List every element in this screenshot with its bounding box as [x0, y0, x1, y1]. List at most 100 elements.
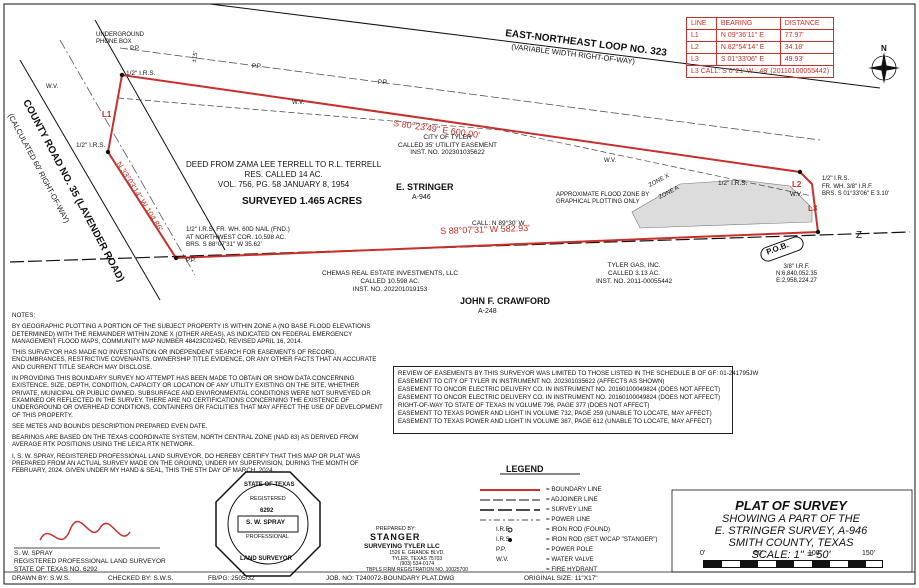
- note-utilities: IN PROVIDING THIS BOUNDARY SURVEY NO ATT…: [12, 375, 383, 419]
- ne-corner-line-1: 1/2" I.R.S.: [822, 176, 850, 182]
- tyler-gas-line-3: INST. NO. 2011-00055442: [596, 278, 673, 285]
- plat-survey: E. STRINGER SURVEY, A-946: [714, 525, 868, 537]
- legend-item: = FIRE HYDRANT: [476, 566, 656, 576]
- company-address-4: TBPLS FIRM REGISTRATION NO. 10025700: [366, 566, 468, 573]
- power-pole-label: P.P.: [378, 80, 388, 86]
- tyler-gas-line-2: CALLED 3.13 AC.: [608, 270, 661, 277]
- scale-tick-50: 50': [754, 550, 764, 557]
- legend-text: = FIRE HYDRANT: [546, 566, 598, 573]
- legend-text: = POWER LINE: [546, 516, 591, 523]
- line-table-head: BEARING: [715, 17, 781, 30]
- seal-land-surveyor: LAND SURVEYOR: [240, 556, 292, 562]
- line-table-cell: L1: [686, 29, 717, 42]
- legend-symbol: I.R.F.: [496, 526, 511, 533]
- legend-text: = ADJOINER LINE: [546, 496, 598, 503]
- tyler-gas-line-1: TYLER GAS, INC.: [607, 262, 661, 269]
- owner-name: E. STRINGER: [396, 182, 454, 192]
- note-bearings: BEARINGS ARE BASED ON THE TEXAS COORDINA…: [12, 434, 359, 449]
- surveyor-title: REGISTERED PROFESSIONAL LAND SURVEYOR: [14, 558, 166, 565]
- footer-job-no: JOB. NO: T240072-BOUNDARY PLAT.DWG: [326, 575, 455, 582]
- easement-item: EASEMENT TO TEXAS POWER AND LIGHT IN VOL…: [398, 410, 712, 417]
- seal-registered: REGISTERED: [250, 496, 286, 502]
- signature-scribble: [39, 521, 131, 541]
- legend-title: LEGEND: [506, 464, 544, 474]
- survey-line-mark: Z: [856, 230, 863, 241]
- legend: LEGEND = BOUNDARY LINE = ADJOINER LINE =…: [476, 462, 657, 580]
- seal-professional: PROFESSIONAL: [246, 534, 289, 540]
- footer-drawn-by: DRAWN BY: S.W.S.: [12, 575, 70, 582]
- pob-coords: 3/8" I.R.F. N:6,840,052.35 E:2,958,224.2…: [776, 264, 817, 285]
- title-block-frame: [671, 489, 913, 573]
- line-table-cell: 77.97': [779, 29, 835, 42]
- surveyor-name: S. W. SPRAY: [14, 550, 53, 557]
- flood-zone-area: [631, 179, 813, 229]
- title-block: PLAT OF SURVEY SHOWING A PART OF THE E. …: [676, 498, 906, 561]
- note-title-search: THIS SURVEYOR HAS MADE NO INVESTIGATION …: [12, 349, 377, 371]
- surveyor-seal: [215, 471, 321, 577]
- scale-tick-0: 0': [700, 550, 706, 557]
- note-metes-bounds: SEE METES AND BOUNDS DESCRIPTION PREPARE…: [12, 422, 208, 430]
- pob-coord-1: 3/8" I.R.F.: [783, 264, 810, 270]
- legend-text: = SURVEY LINE: [546, 506, 593, 513]
- note-flood: BY GEOGRAPHIC PLOTTING A PORTION OF THE …: [12, 323, 371, 345]
- easement-review: REVIEW OF EASEMENTS BY THIS SURVEYOR WAS…: [398, 370, 759, 377]
- nw-corner-line-1: 1/2" I.R.S. FR. WH. 60D NAIL (FND.): [186, 226, 290, 233]
- flood-zone-line-1: APPROXIMATE FLOOD ZONE BY: [556, 192, 650, 198]
- north-label: N: [881, 44, 887, 53]
- easement-item: EASEMENT TO ONCOR ELECTRIC DELIVERY CO. …: [398, 386, 721, 393]
- legend-item: W.V.= WATER VALVE: [476, 556, 656, 566]
- notes-heading: NOTES:: [12, 312, 36, 319]
- pob-coord-2: N:6,840,052.35: [776, 271, 818, 277]
- line-table-cell: N 82°54'14" E: [715, 41, 781, 54]
- seal-name: S. W. SPRAY: [246, 519, 286, 526]
- legend-item: = ADJOINER LINE: [476, 496, 656, 506]
- ne-corner-line-2: FR. WH. 3/8" I.R.F.: [822, 183, 873, 190]
- easement-item: EASEMENT TO TEXAS POWER AND LIGHT IN VOL…: [398, 418, 712, 425]
- line-table-cell: N 09°36'11" E: [715, 29, 781, 42]
- line-table-row: L1 N 09°36'11" E 77.97': [686, 29, 835, 42]
- legend-item: P.P.= POWER POLE: [476, 546, 656, 556]
- ne-corner-line-3: BRS. S 01°33'06" E 3.10': [822, 191, 890, 197]
- water-valve-label: W.V.: [46, 84, 59, 90]
- legend-item: = BOUNDARY LINE: [476, 486, 656, 496]
- flood-zone-note: APPROXIMATE FLOOD ZONE BY GRAPHICAL PLOT…: [556, 192, 649, 206]
- scale-tick-150: 150': [862, 550, 876, 557]
- line-table: LINE BEARING DISTANCE L1 N 09°36'11" E 7…: [685, 17, 835, 78]
- water-valve-label: W.V.: [292, 100, 305, 106]
- irs-label-nw: 1/2" I.R.S.: [126, 70, 156, 77]
- legend-text: = IRON ROD (FOUND): [546, 526, 611, 533]
- line-table-cell: S 01°33'06" E: [715, 53, 781, 66]
- power-pole-label: P.P.: [252, 64, 262, 70]
- deed-line-3: VOL. 756, PG. 58 JANUARY 8, 1954: [217, 180, 350, 189]
- county-road-center: [59, 39, 196, 276]
- prepared-by-label: PREPARED BY:: [376, 526, 416, 532]
- surveyed-acreage: SURVEYED 1.465 ACRES: [242, 196, 363, 207]
- pob-tag: [760, 236, 804, 262]
- water-valve-label: W.V.: [790, 192, 803, 198]
- easement-line-2: CALLED 35' UTILITY EASEMENT: [398, 141, 498, 149]
- deed-line-1: DEED FROM ZAMA LEE TERRELL TO R.L. TERRE…: [186, 160, 382, 169]
- county-road-edge-2: [94, 19, 226, 251]
- crawford-name: JOHN F. CRAWFORD: [460, 296, 550, 306]
- line-table-row: L2 N 82°54'14" E 34.18': [686, 41, 835, 54]
- corner-w: [105, 149, 111, 155]
- deed-line-2: RES. CALLED 14 AC.: [244, 170, 323, 179]
- legend-text: = POWER POLE: [546, 546, 593, 553]
- north-arrow-icon: [868, 52, 900, 84]
- nw-corner-line-2: AT NORTHWEST COR. 10.598 AC.: [186, 233, 286, 241]
- line-table-call-row: L3 CALL: S 0°21' W - 48' (20110100055442…: [685, 65, 835, 78]
- line-table-head: DISTANCE: [779, 17, 835, 30]
- footer-fb-pg: FB/PG: 2505/32: [208, 575, 255, 582]
- easement-item: EASEMENT TO ONCOR ELECTRIC DELIVERY CO. …: [398, 394, 721, 401]
- phone-box-label: UNDERGROUND PHONE BOX: [96, 32, 144, 45]
- water-valve-label: W.V.: [604, 158, 617, 164]
- chemas-adjoiner: CHEMAS REAL ESTATE INVESTMENTS, LLC CALL…: [322, 270, 458, 294]
- corner-nw: [119, 72, 125, 78]
- line-label-l2: L2: [792, 180, 802, 189]
- chemas-line-3: INST. NO. 202201019153: [352, 286, 428, 293]
- irs-label-e: 1/2" I.R.S.: [718, 180, 748, 187]
- easement-item: RIGHT-OF-WAY TO STATE OF TEXAS IN VOLUME…: [398, 402, 650, 409]
- chemas-line-2: CALLED 10.598 AC.: [360, 278, 420, 285]
